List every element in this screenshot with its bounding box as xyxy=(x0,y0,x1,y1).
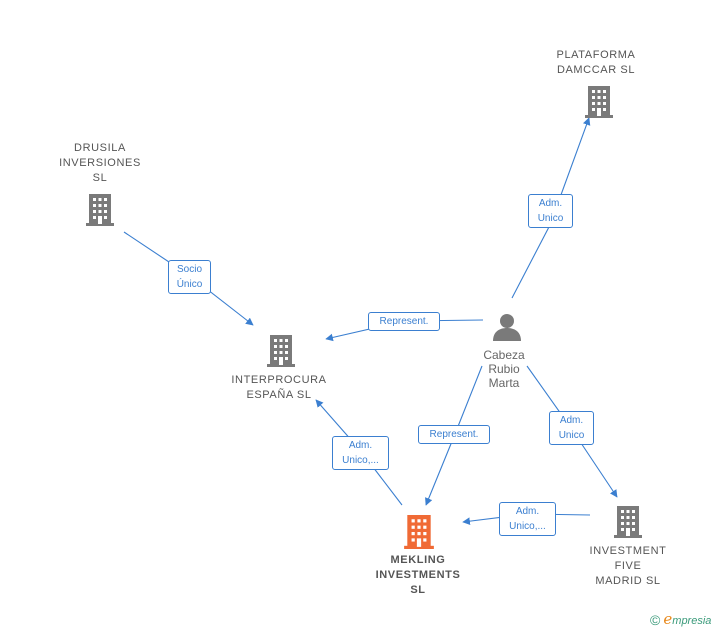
node-label-investment-five[interactable]: INVESTMENT FIVE MADRID SL xyxy=(568,544,688,589)
label-line: INTERPROCURA xyxy=(231,374,327,386)
label-line: INVESTMENTS xyxy=(375,569,461,581)
edge-label-cabeza-mekling[interactable]: Represent. xyxy=(418,425,490,444)
label-line: Unico xyxy=(537,213,564,224)
label-line: Adm. xyxy=(515,506,540,517)
person-icon[interactable] xyxy=(493,314,521,341)
building-icon[interactable] xyxy=(585,86,613,118)
label-line: DAMCCAR SL xyxy=(556,64,636,76)
node-label-interprocura[interactable]: INTERPROCURA ESPAÑA SL xyxy=(214,373,344,403)
label-line: Marta xyxy=(488,376,520,390)
node-label-mekling[interactable]: MEKLING INVESTMENTS SL xyxy=(358,553,478,598)
edge-label-investment-mekling[interactable]: Adm. Unico,... xyxy=(499,502,556,536)
brand-initial: e xyxy=(663,610,673,628)
brand-name: mpresia xyxy=(672,615,712,627)
building-icon[interactable] xyxy=(404,515,434,549)
label-line: Rubio xyxy=(488,362,520,376)
label-line: Unico xyxy=(558,430,585,441)
label-line: Cabeza xyxy=(483,348,525,362)
empresia-watermark: © empresia xyxy=(650,610,711,628)
copyright-icon: © xyxy=(650,612,661,628)
label-line: Socio xyxy=(176,264,202,275)
edge-label-cabeza-interprocura[interactable]: Represent. xyxy=(368,312,440,331)
label-line: Represent. xyxy=(429,429,479,440)
label-line: FIVE xyxy=(614,560,642,572)
edge-label-mekling-interprocura[interactable]: Adm. Unico,... xyxy=(332,436,389,470)
label-line: Adm. xyxy=(538,198,563,209)
building-icon[interactable] xyxy=(614,506,642,538)
label-line: Unico,... xyxy=(342,455,379,466)
label-line: MEKLING xyxy=(390,554,446,566)
edge-label-cabeza-plataforma[interactable]: Adm. Unico xyxy=(528,194,573,228)
label-line: Adm. xyxy=(559,415,584,426)
label-line: INVESTMENT xyxy=(589,545,667,557)
node-label-plataforma[interactable]: PLATAFORMA DAMCCAR SL xyxy=(536,48,656,78)
label-line: Unico,... xyxy=(509,521,546,532)
label-line: PLATAFORMA xyxy=(556,49,636,61)
label-line: Único xyxy=(176,279,203,290)
label-line: DRUSILA xyxy=(74,142,126,154)
node-label-drusila[interactable]: DRUSILA INVERSIONES SL xyxy=(40,141,160,186)
label-line: SL xyxy=(92,172,108,184)
label-line: Adm. xyxy=(348,440,373,451)
label-line: ESPAÑA SL xyxy=(246,389,312,401)
building-icon[interactable] xyxy=(86,194,114,226)
label-line: MADRID SL xyxy=(595,575,661,587)
building-icon[interactable] xyxy=(267,335,295,367)
node-label-cabeza[interactable]: Cabeza Rubio Marta xyxy=(464,348,544,390)
label-line: SL xyxy=(410,584,426,596)
edge-label-drusila-interprocura[interactable]: Socio Único xyxy=(168,260,211,294)
edge-label-cabeza-investment[interactable]: Adm. Unico xyxy=(549,411,594,445)
label-line: INVERSIONES xyxy=(59,157,141,169)
label-line: Represent. xyxy=(379,316,429,327)
